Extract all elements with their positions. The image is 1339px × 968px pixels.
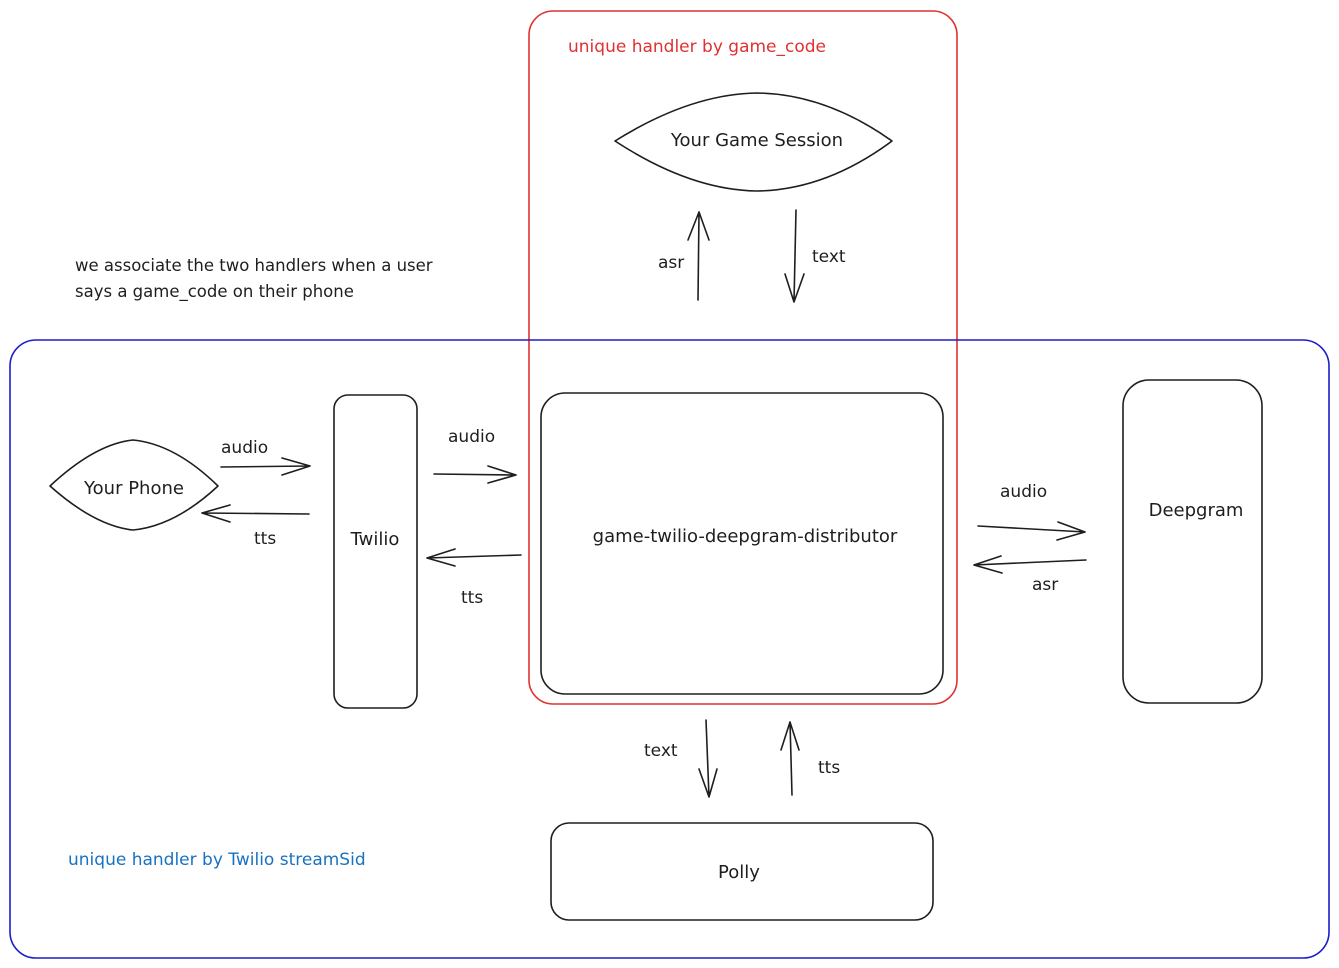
polly-box (550, 822, 934, 921)
right-arrow (977, 521, 1086, 541)
right-arrow (433, 465, 517, 484)
game-session-diamond (614, 92, 893, 192)
edge-label: asr (1032, 575, 1058, 595)
down-arrow (784, 209, 805, 303)
node-game-session: Your Game Session (614, 92, 893, 192)
edge-label: audio (221, 438, 268, 458)
node-polly: Polly (550, 822, 934, 921)
edge-label: audio (1000, 482, 1047, 502)
game-code-group-border (528, 10, 958, 705)
note-line-2: says a game_code on their phone (75, 282, 354, 302)
edge-distributor-to-game: asr (658, 211, 710, 301)
node-distributor: game-twilio-deepgram-distributor (540, 392, 944, 695)
deepgram-box (1122, 379, 1263, 704)
left-arrow (426, 548, 522, 567)
edge-label: text (644, 741, 678, 761)
up-arrow (687, 211, 710, 301)
edge-game-to-distributor: text (784, 209, 846, 303)
node-twilio: Twilio (333, 394, 418, 709)
edge-distributor-to-deepgram: audio (977, 482, 1086, 541)
node-deepgram: Deepgram (1122, 379, 1263, 704)
up-arrow (780, 721, 800, 796)
edge-label: tts (254, 529, 276, 549)
distributor-box (540, 392, 944, 695)
edge-label: tts (818, 758, 840, 778)
edge-label: tts (461, 588, 483, 608)
game-session-label: Your Game Session (670, 130, 843, 151)
left-arrow (973, 555, 1087, 574)
phone-diamond (49, 439, 219, 531)
down-arrow (698, 719, 718, 798)
stream-sid-group-border (9, 339, 1330, 959)
distributor-label: game-twilio-deepgram-distributor (593, 526, 898, 547)
association-note: we associate the two handlers when a use… (75, 256, 433, 302)
game-code-group-label: unique handler by game_code (568, 37, 826, 57)
deepgram-label: Deepgram (1149, 500, 1244, 521)
edge-label: audio (448, 427, 495, 447)
right-arrow (220, 457, 311, 476)
edge-deepgram-to-distributor: asr (973, 555, 1087, 595)
twilio-label: Twilio (350, 529, 400, 550)
edge-label: text (812, 247, 846, 267)
edge-phone-to-twilio: audio (220, 438, 311, 476)
left-arrow (201, 504, 310, 523)
phone-label: Your Phone (83, 478, 184, 499)
node-phone: Your Phone (49, 439, 219, 531)
group-game-code: unique handler by game_code (528, 10, 958, 705)
twilio-box (333, 394, 418, 709)
edge-label: asr (658, 253, 684, 273)
polly-label: Polly (718, 862, 760, 883)
note-line-1: we associate the two handlers when a use… (75, 256, 433, 275)
edge-twilio-to-phone: tts (201, 504, 310, 549)
edge-distributor-to-twilio: tts (426, 548, 522, 608)
edge-distributor-to-polly: text (644, 719, 718, 798)
stream-sid-group-label: unique handler by Twilio streamSid (68, 850, 366, 870)
edge-twilio-to-distributor: audio (433, 427, 517, 484)
group-stream-sid: unique handler by Twilio streamSid (9, 339, 1330, 959)
edge-polly-to-distributor: tts (780, 721, 840, 796)
